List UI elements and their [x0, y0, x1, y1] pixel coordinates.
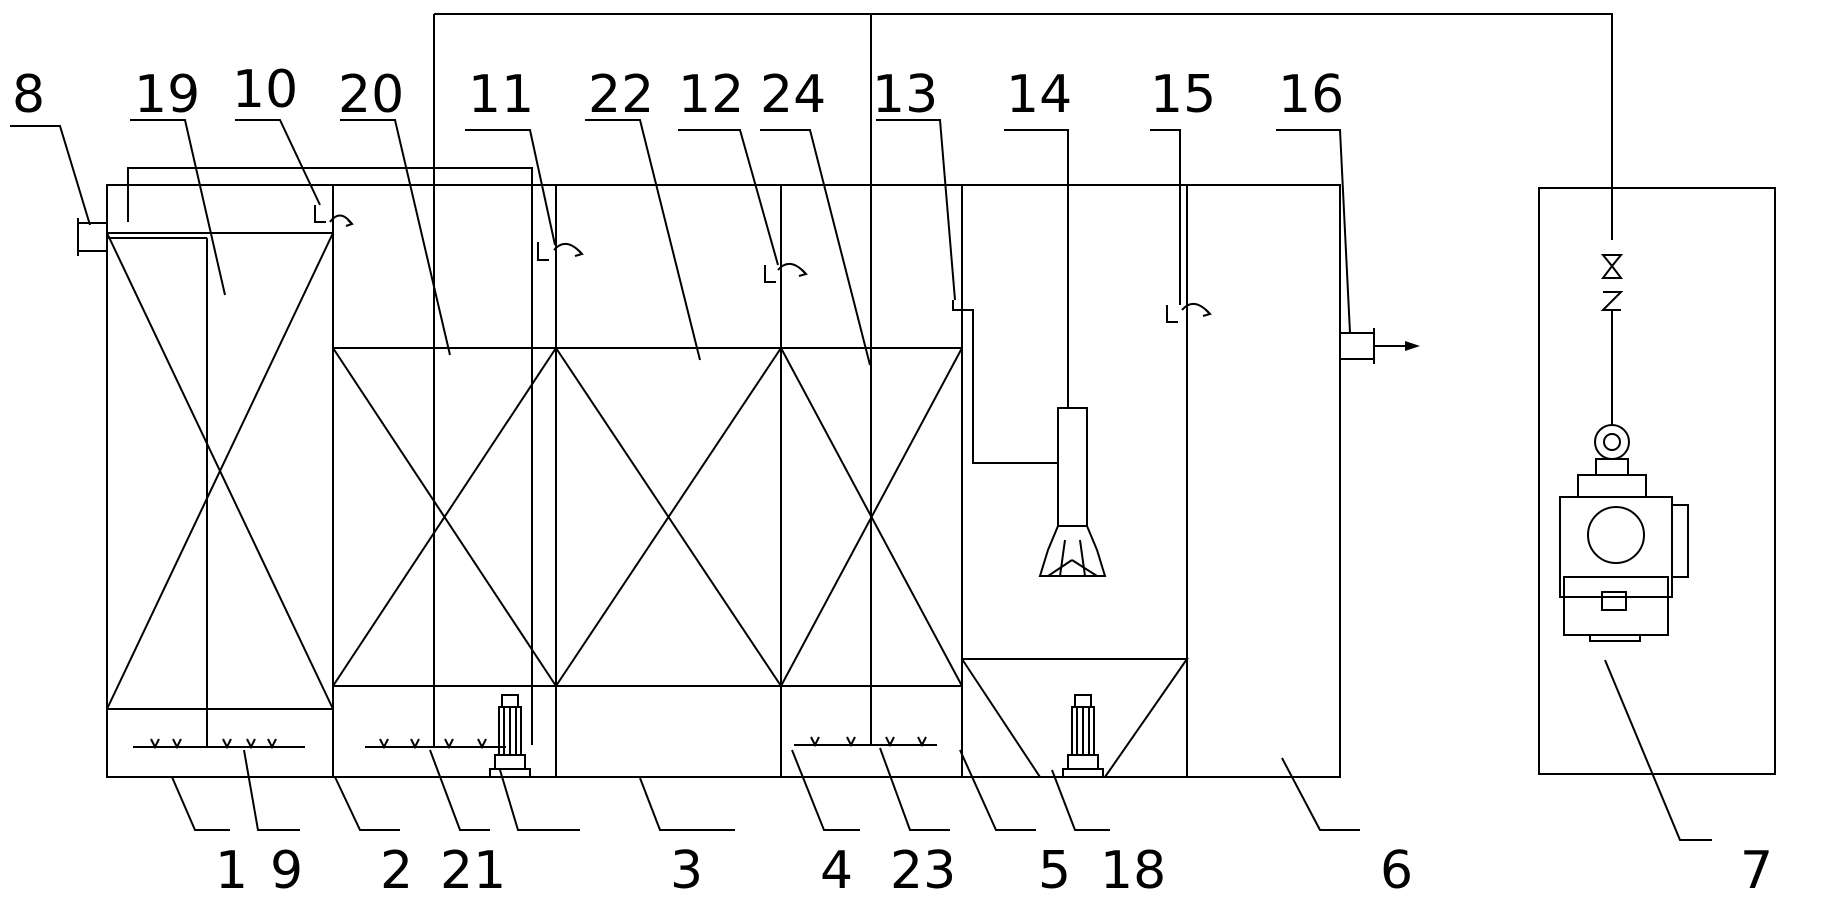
label-13: 13: [872, 65, 938, 125]
inlet-pipe: [77, 222, 108, 252]
label-1: 1: [215, 841, 248, 901]
leader-lines: [10, 119, 1712, 841]
central-cylinder: [1038, 407, 1107, 577]
label-20: 20: [338, 65, 404, 125]
packing-chamber-1: [106, 232, 334, 710]
sludge-return-line: [962, 309, 1058, 464]
air-header: [434, 13, 1613, 240]
label-2: 2: [380, 841, 413, 901]
label-9: 9: [270, 841, 303, 901]
label-7: 7: [1740, 841, 1773, 901]
label-6: 6: [1380, 841, 1413, 901]
valve-icon: [1600, 254, 1624, 425]
label-21: 21: [440, 841, 506, 901]
packing-chamber-2: [332, 347, 557, 687]
outlet-arrow: [1405, 341, 1420, 351]
label-4: 4: [820, 841, 853, 901]
submersible-pump-5: [1062, 694, 1104, 778]
diffuser-marks: [150, 736, 927, 750]
label-5: 5: [1038, 841, 1071, 901]
label-18: 18: [1100, 841, 1166, 901]
label-3: 3: [670, 841, 703, 901]
main-tank: [106, 184, 1341, 778]
label-12: 12: [678, 65, 744, 125]
reflux-pipe: [127, 167, 533, 745]
weir-10: [314, 205, 354, 227]
label-19: 19: [134, 65, 200, 125]
label-11: 11: [468, 65, 534, 125]
settling-hopper: [961, 658, 1189, 778]
label-16: 16: [1278, 65, 1344, 125]
label-14: 14: [1006, 65, 1072, 125]
weir-13: [952, 300, 962, 311]
blower-icon: [1559, 424, 1689, 642]
label-22: 22: [588, 65, 654, 125]
label-23: 23: [890, 841, 956, 901]
outlet-pipe: [1339, 332, 1375, 360]
weir-12: [764, 263, 808, 283]
label-15: 15: [1150, 65, 1216, 125]
weir-11: [537, 242, 584, 261]
label-10: 10: [232, 60, 298, 120]
weir-15: [1166, 303, 1212, 323]
equipment-room: [1538, 187, 1776, 775]
label-24: 24: [760, 65, 826, 125]
submersible-pump-2: [489, 694, 531, 778]
packing-chamber-3: [555, 347, 782, 687]
label-8: 8: [12, 65, 45, 125]
